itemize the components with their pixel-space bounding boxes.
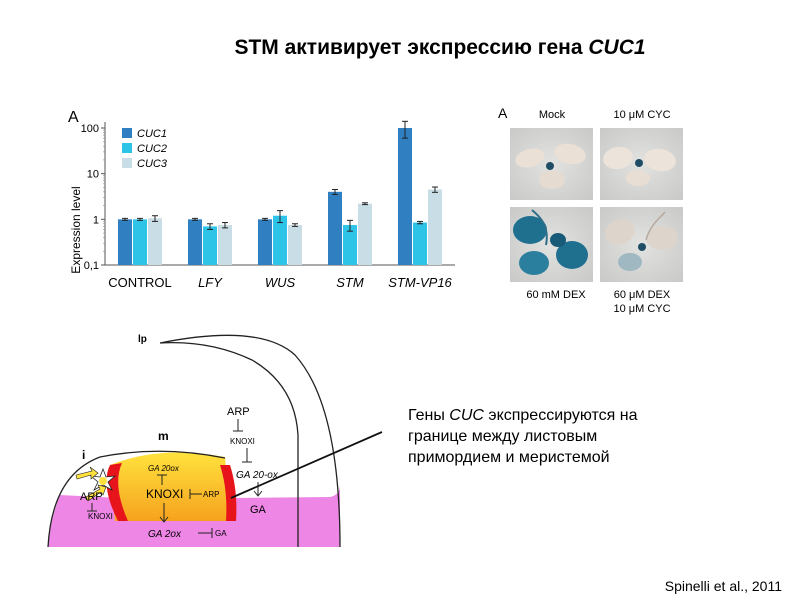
legend-swatch-cuc1 bbox=[122, 128, 132, 138]
bar-cuc2-stm-vp16 bbox=[413, 222, 427, 265]
caption-line-1: Гены CUC экспрессируются на bbox=[408, 407, 638, 424]
photo-label-mock: Mock bbox=[539, 109, 566, 121]
legend-label-cuc3: CUC3 bbox=[137, 158, 168, 170]
chart-y-tick-label: 0,1 bbox=[84, 260, 99, 272]
label-ga-bottom: GA bbox=[215, 529, 227, 538]
inhibit-arp-knoxi-left bbox=[87, 503, 97, 512]
label-m: m bbox=[158, 429, 169, 443]
inhibit-arp-knoxi-center bbox=[189, 489, 202, 499]
chart-y-tick-label: 100 bbox=[81, 123, 99, 135]
legend-label-cuc2: CUC2 bbox=[137, 143, 167, 155]
knoxi-zone bbox=[110, 452, 230, 521]
chart-y-axis-label: Expression level bbox=[69, 186, 83, 273]
chart-y-tick-labels: 100 10 1 0,1 bbox=[81, 123, 99, 272]
yellow-arrow-upper bbox=[75, 466, 99, 480]
chart-x-tick-label: CONTROL bbox=[108, 275, 172, 290]
chart-x-tick-label: WUS bbox=[265, 275, 296, 290]
label-arp-center: ARP bbox=[203, 490, 219, 499]
bar-cuc2-control bbox=[133, 219, 147, 265]
seedling-photo-dex bbox=[510, 207, 593, 282]
seedling-photo-mock bbox=[510, 128, 593, 200]
meristem-diagram: lp m i ARP KNOXI GA 20-ox GA GA 20ox KNO… bbox=[47, 334, 383, 548]
bar-cuc1-lfy bbox=[188, 219, 202, 265]
seedling-photo-cyc bbox=[600, 128, 683, 200]
chart-bars bbox=[118, 120, 442, 265]
meristem-dome-outline bbox=[47, 450, 226, 548]
slide-title: STM активирует экспрессию гена CUC1 bbox=[0, 36, 800, 60]
label-ga-right: GA bbox=[250, 504, 267, 516]
photo-panel-label: A bbox=[498, 105, 508, 121]
bar-cuc1-stm-vp16 bbox=[398, 128, 412, 265]
bar-cuc3-lfy bbox=[218, 225, 232, 265]
bar-cuc3-control bbox=[148, 218, 162, 265]
label-lp: lp bbox=[138, 334, 147, 345]
legend-swatch-cuc3 bbox=[122, 158, 132, 168]
legend-swatch-cuc2 bbox=[122, 143, 132, 153]
bar-cuc1-control bbox=[118, 219, 132, 265]
caption-pointer-line bbox=[230, 431, 383, 499]
chart-y-tick-label: 1 bbox=[93, 214, 99, 226]
chart-x-tick-labels: CONTROL LFY WUS STM STM-VP16 bbox=[108, 275, 452, 290]
chart-y-tick-label: 10 bbox=[87, 169, 99, 181]
chart-x-tick-label: LFY bbox=[198, 275, 223, 290]
arrow-ga20ox-ga-right bbox=[253, 482, 263, 497]
label-arp-top: ARP bbox=[227, 406, 250, 418]
bar-cuc3-wus bbox=[288, 225, 302, 265]
photo-label-dex-cyc-line2: 10 μM CYC bbox=[613, 303, 670, 315]
label-knoxi-top: KNOXI bbox=[230, 437, 255, 446]
chart-x-tick-label: STM bbox=[336, 275, 364, 290]
inhibit-knoxi-ga20ox-right bbox=[242, 448, 252, 463]
label-knoxi-center: KNOXI bbox=[146, 487, 183, 501]
boundary-stripe-right bbox=[220, 465, 237, 521]
bar-cuc1-stm bbox=[328, 191, 342, 265]
caption-line-3: примордием и меристемой bbox=[408, 449, 610, 466]
bar-cuc3-stm bbox=[358, 203, 372, 265]
label-knoxi-left: KNOXI bbox=[88, 512, 113, 521]
caption-line-2: границе между листовым bbox=[408, 428, 598, 445]
label-ga20ox-center: GA 20ox bbox=[148, 464, 180, 473]
bar-cuc2-lfy bbox=[203, 226, 217, 265]
seedling-photo-panel: A Mock 10 μM CYC 60 mM DEX 60 μM DEX 10 … bbox=[498, 105, 683, 315]
boundary-caption: Гены CUC экспрессируются на границе межд… bbox=[408, 405, 708, 468]
label-ga2ox: GA 2ox bbox=[148, 529, 182, 540]
bar-cuc2-wus bbox=[273, 215, 287, 265]
slide-title-main: STM активирует экспрессию гена bbox=[234, 36, 589, 59]
yellow-arrow-lower bbox=[85, 484, 107, 502]
arrow-knoxi-ga2ox bbox=[159, 503, 169, 523]
legend-label-cuc1: CUC1 bbox=[137, 128, 167, 140]
photo-label-dex-cyc-line1: 60 μM DEX bbox=[614, 289, 671, 301]
expression-bar-chart: A Expression level CONTROL LFY WUS STM STM-V… bbox=[68, 109, 455, 290]
label-arp-left: ARP bbox=[80, 491, 103, 503]
label-ga20ox-right: GA 20-ox bbox=[236, 470, 279, 481]
citation: Spinelli et al., 2011 bbox=[664, 578, 782, 594]
inhibit-ga2ox-ga bbox=[198, 528, 213, 538]
seedling-photo-dex-cyc bbox=[600, 207, 683, 282]
leaf-primordium-outline bbox=[159, 334, 341, 548]
chart-panel-label: A bbox=[68, 109, 79, 126]
inhibit-arp-knoxi-top bbox=[233, 419, 243, 432]
chart-x-tick-label: STM-VP16 bbox=[388, 275, 452, 290]
bar-cuc3-stm-vp16 bbox=[428, 189, 442, 265]
inhibit-ga20ox-knoxi-center bbox=[157, 474, 167, 485]
bar-cuc1-wus bbox=[258, 219, 272, 265]
label-i: i bbox=[82, 448, 85, 462]
bar-cuc2-stm bbox=[343, 225, 357, 265]
slide-title-gene: CUC1 bbox=[588, 36, 646, 59]
photo-label-cyc: 10 μM CYC bbox=[613, 109, 670, 121]
photo-label-dex: 60 mM DEX bbox=[526, 289, 586, 301]
